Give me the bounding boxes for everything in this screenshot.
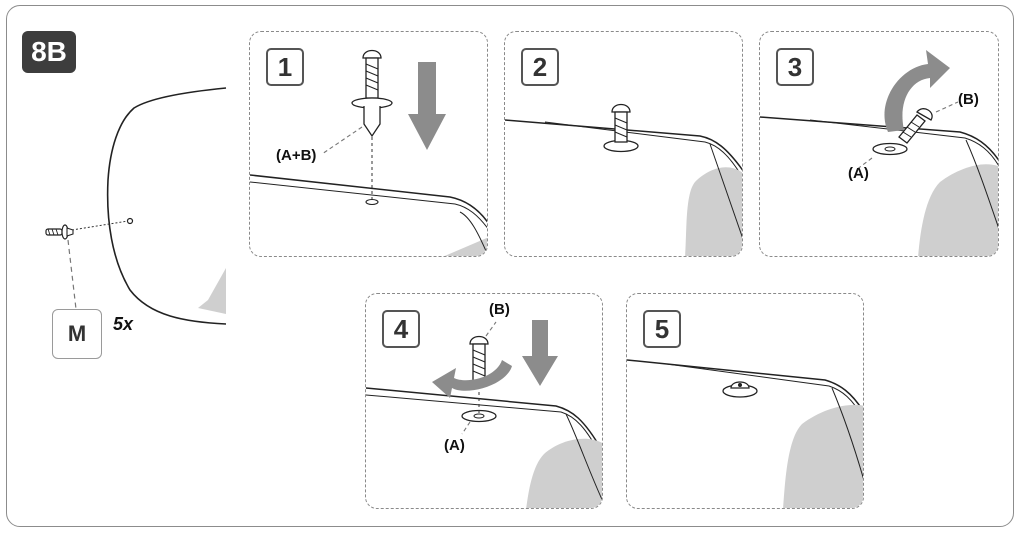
screw-icon [722, 381, 758, 398]
step-number: 3 [776, 48, 814, 86]
step-panel-5: 5 [626, 293, 864, 509]
step-panel-2: 2 [504, 31, 743, 257]
step-panel-4: 4 (B) (A) [365, 293, 603, 509]
step-tag: 8B [22, 31, 76, 73]
step-number: 4 [382, 310, 420, 348]
label-b: (B) [958, 91, 979, 108]
step-number: 5 [643, 310, 681, 348]
step-number: 1 [266, 48, 304, 86]
step-panel-3: 3 (B) (A) [759, 31, 999, 257]
hole [126, 217, 134, 225]
label-a: (A) [848, 165, 869, 182]
screw-icon [469, 335, 489, 385]
label-a: (A) [444, 437, 465, 454]
overview-illustration [45, 87, 227, 325]
screw-icon [45, 224, 74, 240]
part-label-box: M [52, 309, 102, 359]
rotate-arrow [884, 50, 950, 132]
shaded-surface [198, 268, 226, 314]
label-a-plus-b: (A+B) [276, 147, 317, 164]
step-number: 2 [521, 48, 559, 86]
label-b: (B) [489, 301, 510, 318]
rotate-arrow [432, 360, 512, 398]
down-arrow [408, 62, 446, 150]
screw-icon [898, 108, 933, 144]
down-arrow [522, 320, 558, 386]
screw-icon [611, 103, 631, 143]
step-panel-1: 1 (A+B) [249, 31, 488, 257]
screw-icon [351, 49, 393, 138]
quantity-label: 5x [113, 314, 134, 334]
instruction-frame [6, 5, 1014, 527]
